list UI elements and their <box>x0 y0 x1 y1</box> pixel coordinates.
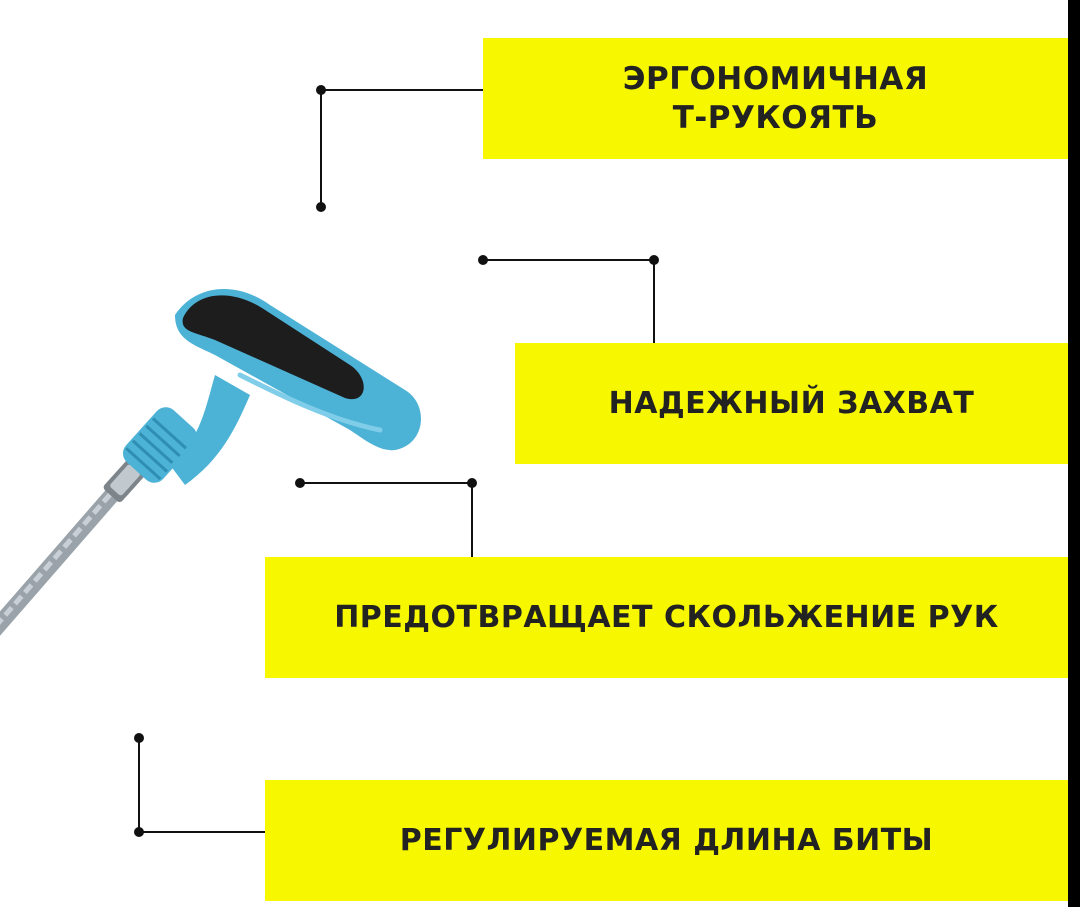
feature-banner-ergonomic: ЭРГОНОМИЧНАЯ Т-РУКОЯТЬ <box>483 38 1068 159</box>
feature-label-line: РЕГУЛИРУЕМАЯ ДЛИНА БИТЫ <box>399 822 934 858</box>
feature-label-line: ПРЕДОТВРАЩАЕТ СКОЛЬЖЕНИЕ РУК <box>334 599 999 635</box>
feature-label-line: Т-РУКОЯТЬ <box>672 99 879 136</box>
connector-1 <box>316 85 520 212</box>
feature-label-line: ЭРГОНОМИЧНАЯ <box>622 60 929 97</box>
right-edge-bar <box>1068 0 1080 907</box>
t-handle-screwdriver-icon <box>0 288 422 636</box>
feature-banner-grip: НАДЕЖНЫЙ ЗАХВАТ <box>515 343 1068 464</box>
feature-label-line: НАДЕЖНЫЙ ЗАХВАТ <box>608 385 975 421</box>
feature-banner-antislip: ПРЕДОТВРАЩАЕТ СКОЛЬЖЕНИЕ РУК <box>265 557 1068 678</box>
feature-banner-bit-length: РЕГУЛИРУЕМАЯ ДЛИНА БИТЫ <box>265 780 1068 901</box>
